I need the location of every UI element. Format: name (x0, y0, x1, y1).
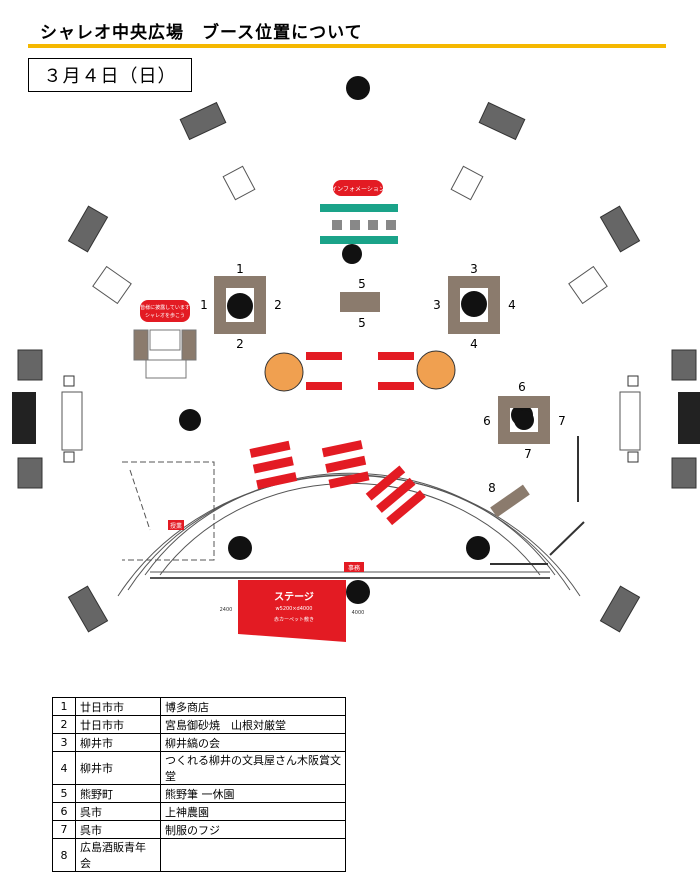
stage-left-dim: 2400 (220, 607, 233, 613)
booth-number: 1 (236, 262, 244, 276)
legend-num: 1 (52, 697, 76, 716)
legend-shop: 制服のフジ (160, 820, 346, 839)
school-label: 授業 (170, 522, 182, 530)
legend-city: 廿日市市 (75, 697, 161, 716)
floor-line (150, 571, 550, 579)
legend-num: 7 (52, 820, 76, 839)
corner-pillars (17, 101, 697, 633)
booth-5 (340, 292, 380, 312)
legend-city: 呉市 (75, 820, 161, 839)
booth-number: 2 (236, 337, 244, 351)
legend-city: 廿日市市 (75, 715, 161, 734)
red-sign-line-1: 皆様に披露しています (140, 304, 190, 311)
booth-number: 7 (524, 447, 532, 461)
booth-number: 8 (488, 481, 496, 495)
booth-8 (490, 484, 530, 518)
stage-size: w5200×d4000 (276, 606, 313, 612)
entrance-markers (63, 375, 639, 463)
legend-shop (160, 838, 346, 872)
plaza-map: インフォメーション 皆様に披露しています シャレオを歩こう (12, 76, 700, 642)
wall-pillars (61, 165, 641, 451)
booth-number: 5 (358, 316, 366, 330)
booth-3-4 (448, 276, 500, 334)
left-seating (133, 329, 197, 379)
legend-shop: 宮島御砂焼 山根対厳堂 (160, 715, 346, 734)
legend-num: 3 (52, 733, 76, 752)
legend-city: 柳井市 (75, 733, 161, 752)
legend-shop: 博多商店 (160, 697, 346, 716)
stage-label: ステージ (274, 591, 314, 603)
legend-num: 2 (52, 715, 76, 734)
booth-1-2 (214, 276, 266, 334)
red-benches (249, 352, 426, 526)
office-label: 事務 (348, 564, 360, 572)
office-sign (344, 562, 364, 572)
booth-number: 4 (508, 298, 516, 312)
legend-city: 呉市 (75, 802, 161, 821)
stage-carpet: 赤カーペット敷き (274, 616, 314, 623)
red-sign (140, 300, 190, 322)
legend-city: 熊野町 (75, 784, 161, 803)
legend-num: 5 (52, 784, 76, 803)
booth-number: 3 (470, 262, 478, 276)
legend-shop: つくれる柳井の文具屋さん木阪賞文堂 (160, 751, 346, 785)
school-sign (168, 520, 184, 530)
booth-number: 2 (274, 298, 282, 312)
page-title: シャレオ中央広場 ブース位置について (40, 23, 363, 43)
title-underline (28, 44, 666, 48)
legend-shop: 上神農園 (160, 802, 346, 821)
booth-6-7 (498, 396, 550, 444)
dark-walls (12, 392, 700, 444)
booth-number: 7 (558, 414, 566, 428)
booth-number: 3 (433, 298, 441, 312)
stage-right-dim: 4000 (352, 610, 365, 616)
legend-shop: 熊野筆 一休園 (160, 784, 346, 803)
school-area (122, 461, 215, 561)
booth-number: 6 (483, 414, 491, 428)
booth-number: 4 (470, 337, 478, 351)
legend-city: 広島酒販青年会 (75, 838, 161, 872)
info-sign (333, 180, 383, 196)
legend-shop: 柳井縞の会 (160, 733, 346, 752)
basketballs (264, 350, 456, 392)
booth-number: 5 (358, 277, 366, 291)
legend-city: 柳井市 (75, 751, 161, 785)
columns (179, 76, 533, 604)
red-sign-line-2: シャレオを歩こう (145, 312, 185, 319)
booth-number: 6 (518, 380, 526, 394)
info-desk (320, 204, 398, 244)
legend-num: 8 (52, 838, 76, 872)
stage (238, 580, 346, 642)
right-fence (490, 436, 585, 565)
legend-num: 4 (52, 751, 76, 785)
date-box: ３月４日（日） (28, 58, 192, 92)
legend-num: 6 (52, 802, 76, 821)
booth-number: 1 (200, 298, 208, 312)
info-label: インフォメーション (331, 186, 385, 193)
